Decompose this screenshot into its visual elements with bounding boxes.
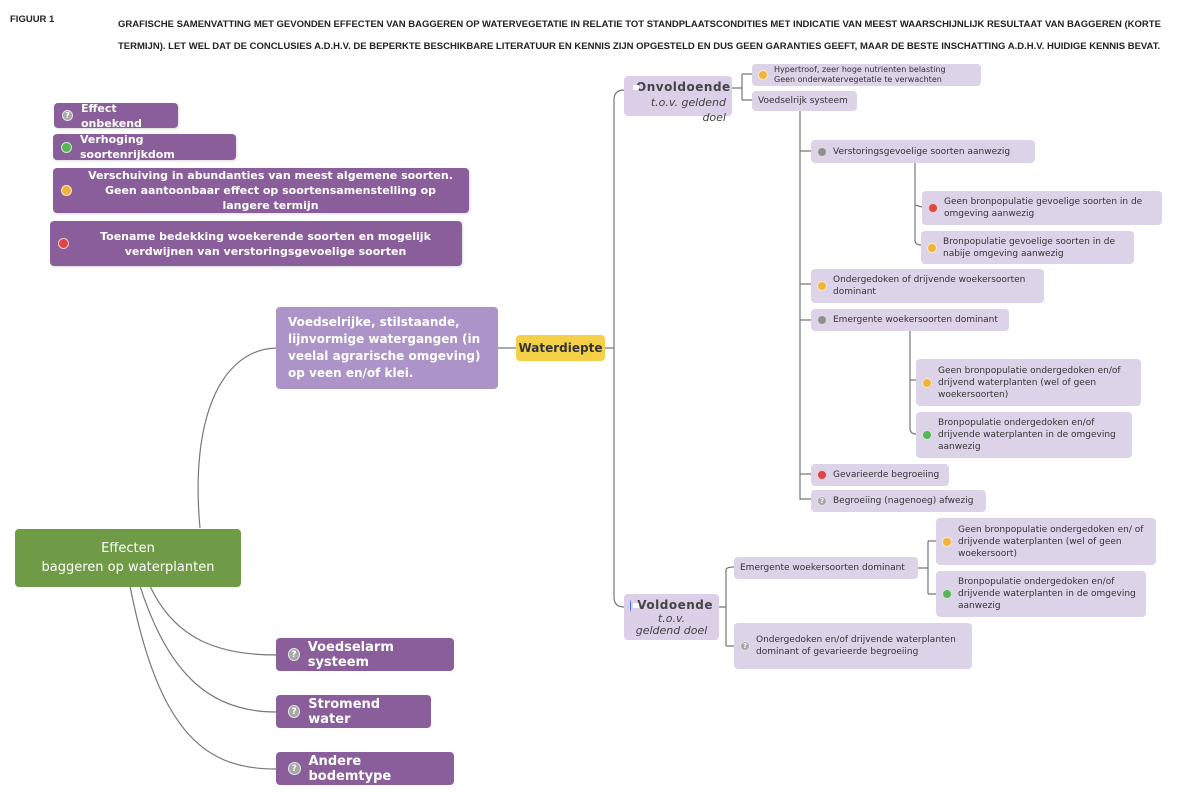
link-voldoende-children	[719, 566, 735, 647]
voedselrijk-label: Voedselrijk systeem	[758, 96, 848, 106]
onvoldoende-node: Onvoldoende t.o.v. geldend doel	[624, 76, 732, 124]
v-geen-bron-label: Geen bronpopulatie ondergedoken en/ of d…	[958, 524, 1144, 559]
geen-bron-gevoelig-node: Geen bronpopulatie gevoelige soorten in …	[922, 191, 1162, 225]
link-root-stromend	[139, 585, 277, 713]
figure-label: FIGUUR 1	[10, 14, 55, 25]
green-dot-icon	[942, 589, 952, 599]
topic-node: Voedselrijke, stilstaande, lijnvormige w…	[276, 307, 498, 389]
link-root-voedselarm	[149, 585, 277, 656]
link-root-topic	[197, 347, 277, 529]
bron-gevoelig-node: Bronpopulatie gevoelige soorten in de na…	[921, 231, 1134, 264]
bron-onder-label: Bronpopulatie ondergedoken en/of drijven…	[938, 418, 1116, 452]
red-dot-icon	[928, 203, 938, 213]
v-ondergedoken-node: ? Ondergedoken en/of drijvende waterplan…	[734, 623, 972, 669]
root-node: Effecten baggeren op waterplanten	[15, 529, 241, 587]
emergent-dominant-node: Emergente woekersoorten dominant	[811, 309, 1009, 331]
link-emergent-children	[909, 330, 917, 435]
gevarieerd-label: Gevarieerde begroeiing	[833, 470, 940, 480]
legend-item-neutral: Verschuiving in abundanties van meest al…	[53, 168, 469, 213]
ondergedoken-dominant-label: Ondergedoken of drijvende woekersoorten …	[833, 275, 1026, 297]
orange-dot-icon	[927, 242, 937, 253]
question-icon: ?	[62, 110, 73, 121]
voldoende-subtitle-2: geldend doel	[635, 624, 708, 637]
figure-caption: GRAFISCHE SAMENVATTING MET GEVONDEN EFFE…	[118, 19, 1161, 52]
green-dot-icon	[61, 141, 72, 153]
orange-dot-icon	[817, 281, 827, 291]
geen-bron-gevoelig-label: Geen bronpopulatie gevoelige soorten in …	[944, 197, 1143, 219]
v-emergent-label: Emergente woekersoorten dominant	[740, 563, 905, 573]
geen-bron-onder-node: Geen bronpopulatie ondergedoken en/of dr…	[916, 359, 1141, 406]
link-root-bodem	[129, 585, 277, 770]
link-v-emergent-children	[918, 540, 936, 595]
onvoldoende-title: Onvoldoende	[636, 80, 731, 94]
voldoende-subtitle-1: t.o.v.	[657, 612, 686, 625]
topic-stromend: ? Stromend water	[276, 695, 431, 728]
v-bron-node: Bronpopulatie ondergedoken en/of drijven…	[936, 571, 1146, 617]
thumbs-up-icon	[630, 599, 642, 612]
question-icon: ?	[288, 762, 301, 775]
topic-voedselarm: ? Voedselarm systeem	[276, 638, 454, 671]
grey-dot-icon	[817, 146, 827, 157]
voldoende-node: Voldoende t.o.v. geldend doel	[624, 594, 719, 640]
hypertroof-node: Hypertroof, zeer hoge nutrienten belasti…	[752, 64, 981, 86]
bron-gevoelig-label: Bronpopulatie gevoelige soorten in de na…	[943, 236, 1116, 259]
v-bron-label: Bronpopulatie ondergedoken en/of drijven…	[958, 577, 1136, 611]
question-icon: ?	[288, 648, 300, 661]
red-dot-icon	[817, 470, 827, 480]
question-icon: ?	[740, 641, 750, 651]
legend-label: Effect onbekend	[81, 101, 142, 130]
orange-dot-icon	[758, 70, 768, 80]
geen-bron-onder-label: Geen bronpopulatie ondergedoken en/of dr…	[938, 365, 1121, 400]
question-icon: ?	[817, 496, 827, 506]
bron-onder-node: Bronpopulatie ondergedoken en/of drijven…	[916, 412, 1132, 458]
root-title: Effecten	[101, 541, 155, 556]
legend-item-negative: Toename bedekking woekerende soorten en …	[50, 221, 462, 266]
legend-label: Verschuiving in abundanties van meest al…	[88, 169, 453, 212]
legend-item-positive: Verhoging soortenrijkdom	[53, 133, 236, 161]
gevarieerd-node: Gevarieerde begroeiing	[811, 464, 949, 486]
voldoende-title: Voldoende	[637, 598, 713, 612]
grey-dot-icon	[817, 315, 827, 325]
red-dot-icon	[58, 238, 69, 249]
orange-dot-icon	[61, 185, 72, 196]
verstoring-label: Verstoringsgevoelige soorten aanwezig	[833, 146, 1011, 157]
ondergedoken-dominant-node: Ondergedoken of drijvende woekersoorten …	[811, 269, 1044, 303]
onvoldoende-subtitle: t.o.v. geldend doel	[650, 96, 726, 124]
v-emergent-node: Emergente woekersoorten dominant	[734, 557, 918, 579]
root-subtitle: baggeren op waterplanten	[41, 560, 215, 575]
afwezig-node: ? Begroeiing (nagenoeg) afwezig	[811, 490, 986, 512]
emergent-dominant-label: Emergente woekersoorten dominant	[833, 315, 998, 325]
link-verstoring-children	[914, 160, 923, 246]
afwezig-label: Begroeiing (nagenoeg) afwezig	[833, 496, 974, 506]
link-voedselrijk-trunk	[799, 111, 811, 500]
orange-dot-icon	[922, 377, 932, 388]
topic-label: Andere bodemtype	[308, 753, 392, 784]
orange-dot-icon	[942, 536, 952, 547]
topic-bodem: ? Andere bodemtype	[276, 752, 454, 785]
topic-label: Stromend water	[308, 696, 381, 727]
link-waterdiepte-branches	[604, 89, 625, 608]
v-geen-bron-node: Geen bronpopulatie ondergedoken en/ of d…	[936, 518, 1156, 565]
hypertroof-line2: Geen onderwatervegetatie te verwachten	[774, 75, 942, 84]
question-icon: ?	[288, 705, 301, 718]
verstoring-node: Verstoringsgevoelige soorten aanwezig	[811, 140, 1035, 163]
voedselrijk-node: Voedselrijk systeem	[752, 91, 857, 111]
legend-label: Verhoging soortenrijkdom	[80, 133, 175, 161]
v-ondergedoken-label: Ondergedoken en/of drijvende waterplante…	[756, 635, 956, 657]
waterdiepte-node: Waterdiepte	[516, 335, 605, 361]
link-onvoldoende-children	[732, 73, 752, 101]
hypertroof-line1: Hypertroof, zeer hoge nutrienten belasti…	[774, 65, 946, 74]
legend-label: Toename bedekking woekerende soorten en …	[100, 229, 431, 258]
green-dot-icon	[922, 430, 932, 440]
topic-label: Voedselarm systeem	[307, 639, 394, 670]
legend-item-unknown: ? Effect onbekend	[54, 101, 178, 130]
